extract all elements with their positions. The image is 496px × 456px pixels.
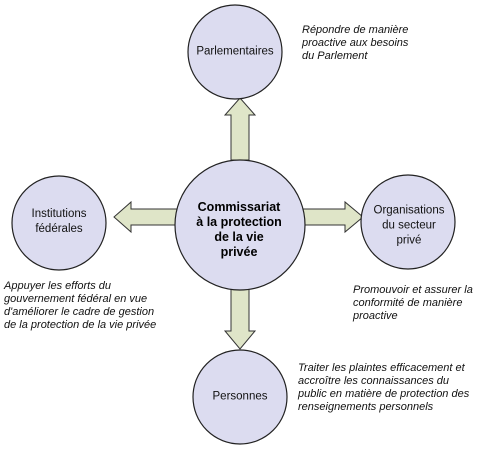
arrow-right xyxy=(299,200,364,234)
center-circle xyxy=(174,159,306,291)
arrow-up xyxy=(223,97,257,161)
center-label: Commissariat à la protection de la vie p… xyxy=(196,200,282,259)
node-label-institutions: Institutions fédérales xyxy=(31,208,87,235)
node-label-parlementaires: Parlementaires xyxy=(196,45,274,58)
note-organisations: Promouvoir et assurer la conformité de m… xyxy=(353,284,473,322)
node-circle-right xyxy=(360,174,456,270)
node-label-personnes: Personnes xyxy=(212,390,268,403)
arrow-left xyxy=(113,200,181,234)
arrow-down xyxy=(223,284,257,350)
node-label-organisations: Organisations du secteur privé xyxy=(373,204,445,247)
node-circle-top xyxy=(187,4,283,100)
note-institutions: Appuyer les efforts du gouvernement fédé… xyxy=(4,280,157,331)
node-circle-left xyxy=(11,175,107,271)
note-parlementaires: Répondre de manière proactive aux besoin… xyxy=(302,24,409,62)
node-circle-bottom xyxy=(192,349,288,445)
note-personnes: Traiter les plaintes efficacement et acc… xyxy=(298,362,470,413)
